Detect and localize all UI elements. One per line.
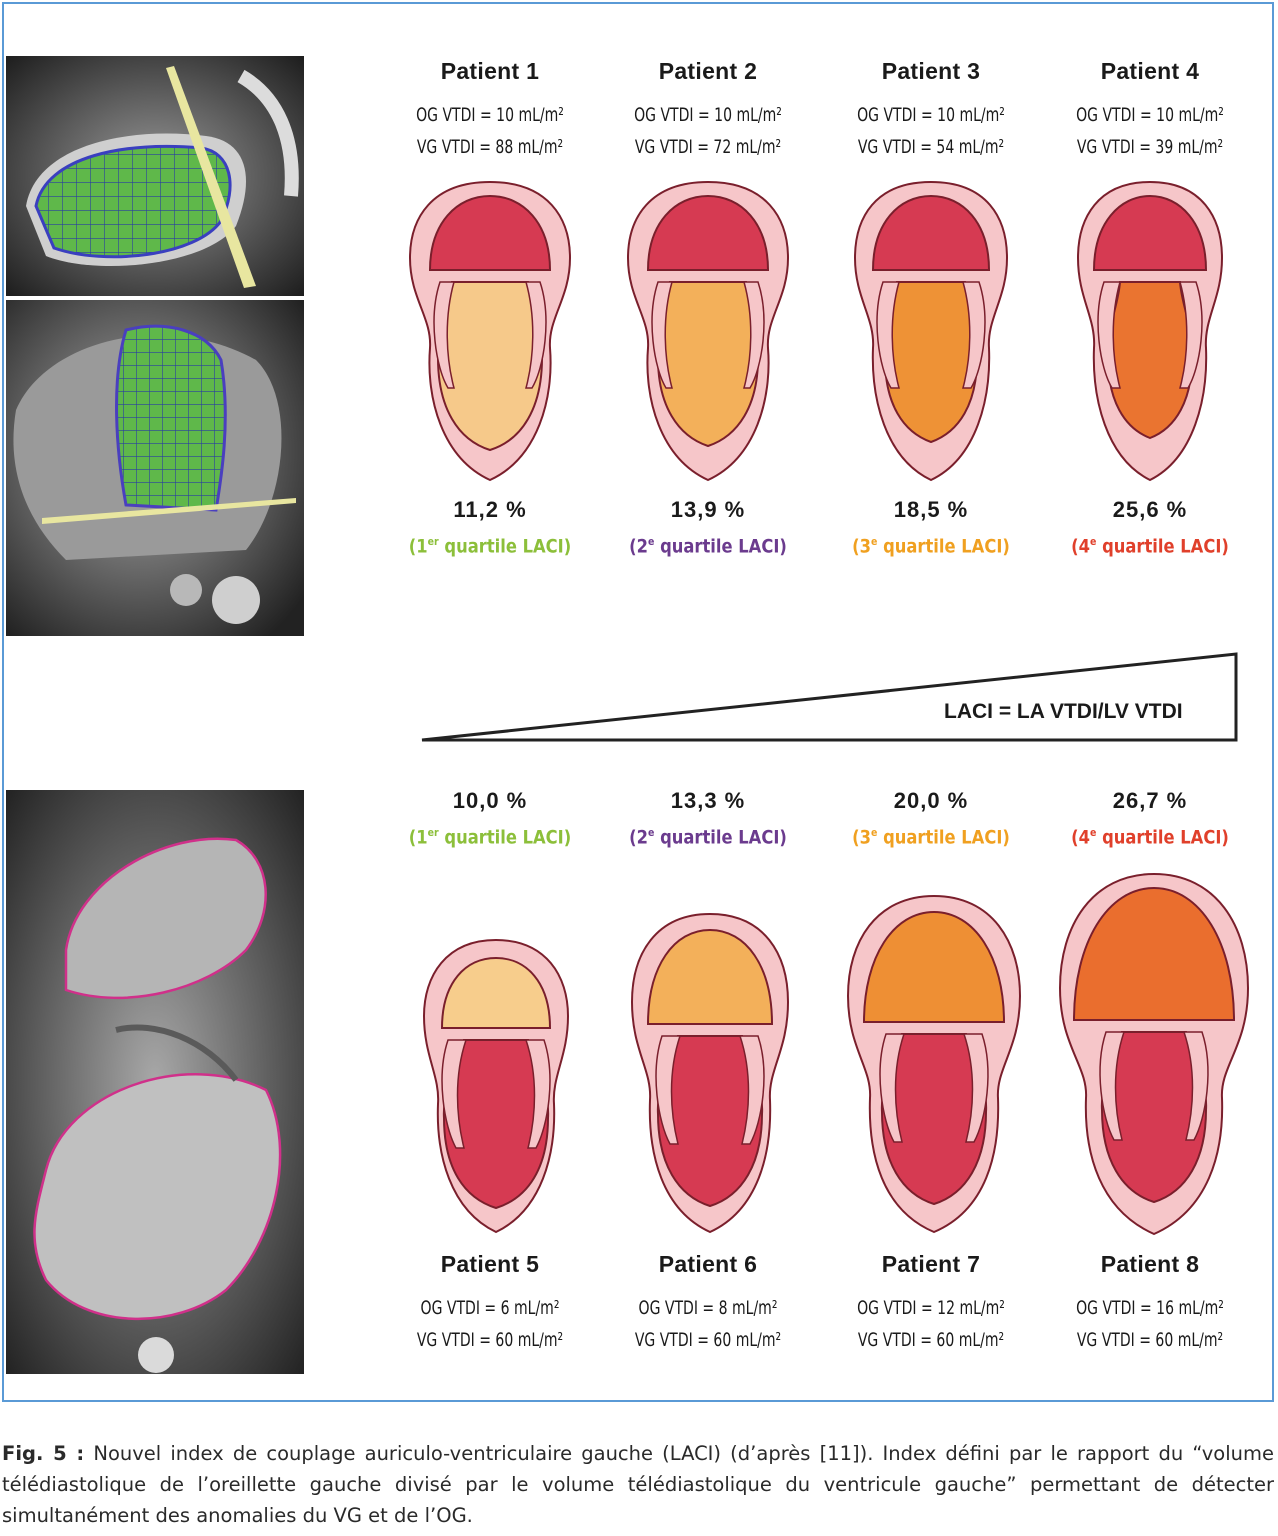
vg-volume: VG VTDI = 60 mL/m²	[416, 1329, 564, 1351]
heart-diagram-patient-3	[853, 180, 1009, 482]
patient-name: Patient 2	[658, 58, 758, 84]
left-atrium	[1092, 194, 1208, 271]
og-volume: OG VTDI = 16 mL/m²	[1076, 1297, 1224, 1319]
og-volume: OG VTDI = 10 mL/m²	[416, 104, 564, 126]
left-atrium	[646, 928, 774, 1025]
vg-volume: VG VTDI = 60 mL/m²	[1076, 1329, 1224, 1351]
heart-diagram-patient-7	[846, 894, 1022, 1234]
left-atrium	[871, 194, 991, 271]
mri-image-middle-long-axis	[6, 300, 304, 636]
top-patient-2-header: Patient 2 OG VTDI = 10 mL/m² VG VTDI = 7…	[598, 58, 818, 163]
left-atrium	[646, 194, 770, 271]
heart-diagram-patient-1	[408, 180, 572, 482]
left-atrium	[1072, 886, 1236, 1021]
top-patient-3-laci: 18,5 % (3e quartile LACI)	[821, 497, 1041, 557]
og-volume: OG VTDI = 8 mL/m²	[638, 1297, 778, 1319]
patient-name: Patient 8	[1100, 1251, 1200, 1277]
caption-label: Fig. 5 :	[2, 1442, 85, 1465]
laci-percentage: 11,2 %	[453, 497, 527, 522]
laci-percentage: 13,9 %	[670, 497, 746, 522]
quartile-label: (1er quartile LACI)	[408, 826, 572, 849]
top-patient-1-laci: 11,2 % (1er quartile LACI)	[380, 497, 600, 557]
figure-frame	[2, 2, 1274, 1402]
bottom-patient-5-header: Patient 5 OG VTDI = 6 mL/m² VG VTDI = 60…	[380, 1251, 600, 1356]
vg-volume: VG VTDI = 39 mL/m²	[1076, 136, 1224, 158]
vg-volume: VG VTDI = 88 mL/m²	[416, 136, 564, 158]
bottom-patient-6-laci: 13,3 % (2e quartile LACI)	[598, 788, 818, 848]
vg-volume: VG VTDI = 72 mL/m²	[634, 136, 782, 158]
caption-text: Nouvel index de couplage auriculo-ventri…	[2, 1442, 1274, 1527]
quartile-label: (4e quartile LACI)	[1071, 826, 1229, 849]
og-volume: OG VTDI = 10 mL/m²	[857, 104, 1005, 126]
quartile-label: (4e quartile LACI)	[1071, 535, 1229, 558]
laci-percentage: 18,5 %	[893, 497, 969, 522]
og-volume: OG VTDI = 10 mL/m²	[634, 104, 782, 126]
top-patient-4-header: Patient 4 OG VTDI = 10 mL/m² VG VTDI = 3…	[1040, 58, 1260, 163]
laci-formula: LACI = LA VTDI/LV VTDI	[944, 700, 1183, 723]
top-patient-3-header: Patient 3 OG VTDI = 10 mL/m² VG VTDI = 5…	[821, 58, 1041, 163]
heart-diagram-patient-2	[626, 180, 790, 482]
left-atrium	[862, 910, 1006, 1023]
og-volume: OG VTDI = 6 mL/m²	[420, 1297, 560, 1319]
patient-name: Patient 5	[440, 1251, 540, 1277]
laci-percentage: 13,3 %	[670, 788, 746, 813]
og-volume: OG VTDI = 12 mL/m²	[857, 1297, 1005, 1319]
mri-image-bottom-four-chamber	[6, 790, 304, 1374]
left-atrium	[428, 194, 552, 271]
heart-diagram-patient-8	[1058, 872, 1250, 1236]
bottom-patient-8-laci: 26,7 % (4e quartile LACI)	[1040, 788, 1260, 848]
quartile-label: (3e quartile LACI)	[852, 535, 1010, 558]
vg-volume: VG VTDI = 54 mL/m²	[857, 136, 1005, 158]
top-patient-1-header: Patient 1 OG VTDI = 10 mL/m² VG VTDI = 8…	[380, 58, 600, 163]
bottom-patient-7-header: Patient 7 OG VTDI = 12 mL/m² VG VTDI = 6…	[821, 1251, 1041, 1356]
og-volume: OG VTDI = 10 mL/m²	[1076, 104, 1224, 126]
quartile-label: (2e quartile LACI)	[629, 535, 787, 558]
patient-name: Patient 3	[881, 58, 981, 84]
bottom-patient-6-header: Patient 6 OG VTDI = 8 mL/m² VG VTDI = 60…	[598, 1251, 818, 1356]
quartile-label: (1er quartile LACI)	[408, 535, 572, 558]
mri-image-top-short-axis	[6, 56, 304, 296]
bottom-patient-5-laci: 10,0 % (1er quartile LACI)	[380, 788, 600, 848]
patient-name: Patient 7	[881, 1251, 981, 1277]
vg-volume: VG VTDI = 60 mL/m²	[857, 1329, 1005, 1351]
figure-caption: Fig. 5 : Nouvel index de couplage auricu…	[2, 1438, 1274, 1531]
left-atrium	[440, 956, 552, 1029]
heart-diagram-patient-6	[630, 912, 790, 1234]
laci-percentage: 25,6 %	[1112, 497, 1188, 522]
bottom-patient-7-laci: 20,0 % (3e quartile LACI)	[821, 788, 1041, 848]
top-patient-2-laci: 13,9 % (2e quartile LACI)	[598, 497, 818, 557]
patient-name: Patient 6	[658, 1251, 758, 1277]
bottom-patient-8-header: Patient 8 OG VTDI = 16 mL/m² VG VTDI = 6…	[1040, 1251, 1260, 1356]
quartile-label: (2e quartile LACI)	[629, 826, 787, 849]
quartile-label: (3e quartile LACI)	[852, 826, 1010, 849]
patient-name: Patient 4	[1100, 58, 1200, 84]
laci-percentage: 10,0 %	[452, 788, 528, 813]
patient-name: Patient 1	[440, 58, 540, 84]
heart-diagram-patient-4	[1076, 180, 1224, 482]
laci-percentage: 26,7 %	[1112, 788, 1188, 813]
heart-diagram-patient-5	[422, 938, 570, 1234]
laci-percentage: 20,0 %	[893, 788, 969, 813]
top-patient-4-laci: 25,6 % (4e quartile LACI)	[1040, 497, 1260, 557]
vg-volume: VG VTDI = 60 mL/m²	[634, 1329, 782, 1351]
laci-increasing-wedge	[421, 652, 1238, 742]
